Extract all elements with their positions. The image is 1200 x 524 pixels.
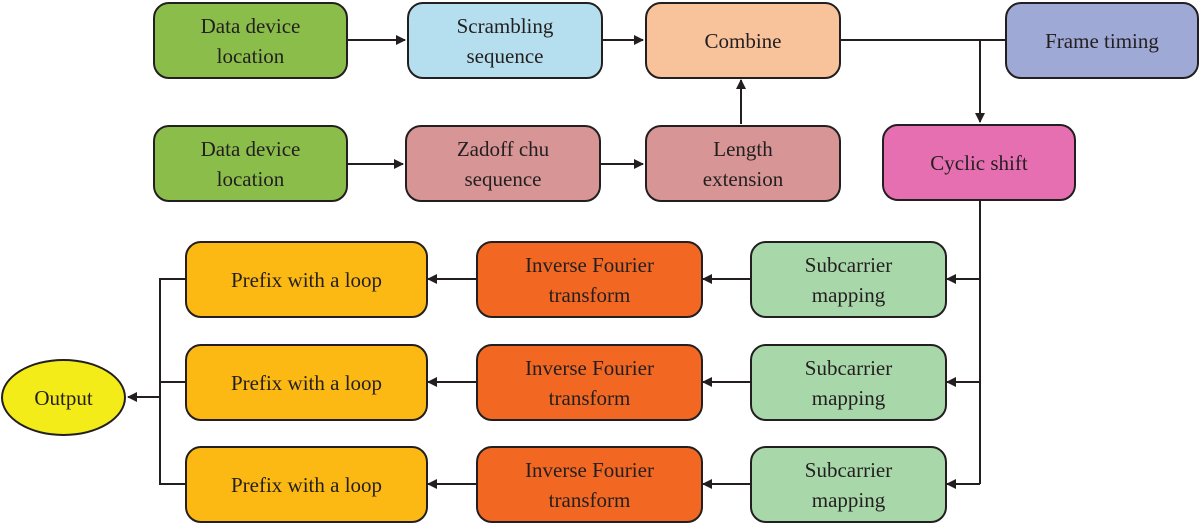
data-device-location-label-1: Data device location (200, 13, 301, 68)
cyclic-shift-box: Cyclic shift (882, 124, 1076, 201)
combine-label: Combine (704, 28, 782, 53)
data-device-location-label-2: Data device location (200, 136, 301, 191)
inverse-fourier-transform-label-3: Inverse Fourier transform (525, 457, 654, 512)
frame-timing-box: Frame timing (1005, 2, 1199, 79)
scrambling-sequence-label: Scrambling sequence (456, 13, 554, 68)
inverse-fourier-transform-box-3: Inverse Fourier transform (476, 446, 703, 523)
subcarrier-mapping-box-3: Subcarrier mapping (750, 446, 947, 523)
data-device-location-box-1: Data device location (153, 2, 348, 79)
prefix-with-a-loop-label-3: Prefix with a loop (230, 472, 383, 497)
length-extension-box: Length extension (645, 125, 841, 202)
zadoff-chu-sequence-box: Zadoff chu sequence (405, 125, 601, 202)
prefix-with-a-loop-box-2: Prefix with a loop (185, 344, 428, 421)
output-ellipse: Output (1, 359, 126, 436)
frame-timing-label: Frame timing (1045, 28, 1159, 53)
prefix-with-a-loop-label-2: Prefix with a loop (230, 370, 383, 395)
zadoff-chu-sequence-label: Zadoff chu sequence (456, 136, 550, 191)
combine-box: Combine (645, 2, 841, 79)
scrambling-sequence-box: Scrambling sequence (407, 2, 603, 79)
inverse-fourier-transform-label-2: Inverse Fourier transform (525, 355, 654, 410)
subcarrier-mapping-box-2: Subcarrier mapping (750, 344, 947, 421)
length-extension-label: Length extension (702, 136, 784, 191)
prefix-with-a-loop-box-3: Prefix with a loop (185, 446, 428, 523)
subcarrier-mapping-box-1: Subcarrier mapping (750, 241, 947, 318)
cyclic-shift-label: Cyclic shift (930, 150, 1028, 175)
data-device-location-box-2: Data device location (153, 125, 348, 202)
output-label: Output (34, 385, 93, 410)
prefix-with-a-loop-box-1: Prefix with a loop (185, 241, 428, 318)
subcarrier-mapping-label-2: Subcarrier mapping (804, 355, 893, 410)
prefix-with-a-loop-label-1: Prefix with a loop (230, 267, 383, 292)
inverse-fourier-transform-box-2: Inverse Fourier transform (476, 344, 703, 421)
inverse-fourier-transform-label-1: Inverse Fourier transform (525, 252, 654, 307)
subcarrier-mapping-label-3: Subcarrier mapping (804, 457, 893, 512)
subcarrier-mapping-label-1: Subcarrier mapping (804, 252, 893, 307)
inverse-fourier-transform-box-1: Inverse Fourier transform (476, 241, 703, 318)
